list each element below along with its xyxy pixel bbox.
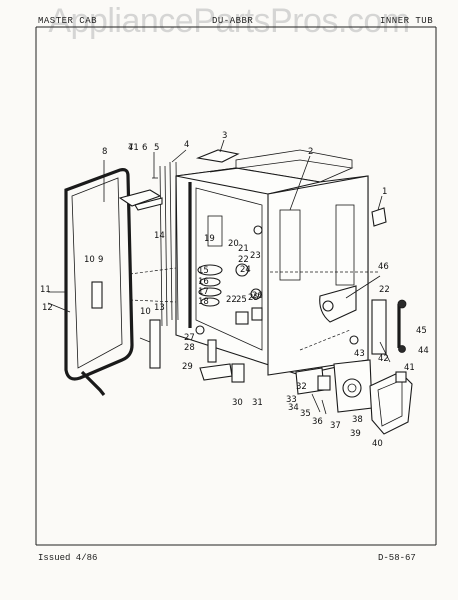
callout-31: 31 (252, 398, 263, 408)
inner-tub (175, 149, 369, 376)
header-right: INNER TUB (380, 16, 434, 26)
callout-14: 14 (154, 231, 165, 241)
wash-arm-assembly (197, 215, 223, 307)
callout-32: 32 (296, 382, 307, 392)
callout-30: 30 (232, 398, 243, 408)
callout-3: 3 (222, 131, 227, 141)
callout-13: 13 (154, 303, 165, 313)
hinge-parts (91, 177, 163, 369)
callout-5: 5 (154, 143, 159, 153)
callout-24: 24 (240, 265, 251, 275)
callout-45: 45 (416, 326, 427, 336)
callout-29: 29 (182, 362, 193, 372)
callout-40: 40 (372, 439, 383, 449)
callout-33: 33 (286, 395, 297, 405)
callout-42: 42 (378, 354, 389, 364)
callout-22: 22 (379, 285, 390, 295)
callout-15: 15 (198, 266, 209, 276)
right-bracket-parts (319, 207, 407, 355)
leader-lines (47, 139, 391, 363)
callout-2: 2 (308, 147, 313, 157)
valve-parts (235, 225, 263, 325)
callout-1: 1 (382, 187, 387, 197)
callout-23: 23 (250, 251, 261, 261)
top-bracket (195, 149, 240, 163)
callout-37: 37 (330, 421, 341, 431)
side-strips (159, 161, 179, 327)
callout-18: 18 (198, 297, 209, 307)
document-code: D-58-67 (378, 553, 416, 563)
callout-43: 43 (354, 349, 365, 359)
callout-20: 20 (228, 239, 239, 249)
callout-16: 16 (198, 277, 209, 287)
callout-10: 10 (84, 255, 95, 265)
callout-38: 38 (352, 415, 363, 425)
callout-28: 28 (184, 343, 195, 353)
callout-6: 6 (142, 143, 147, 153)
callout-7: 7 (128, 143, 133, 153)
callout-41: 41 (128, 143, 139, 153)
issued-date: Issued 4/86 (38, 553, 98, 563)
callout-35: 35 (300, 409, 311, 419)
callout-8: 8 (102, 147, 107, 157)
callout-21: 21 (238, 244, 249, 254)
callout-34: 34 (288, 403, 299, 413)
callout-39: 39 (350, 429, 361, 439)
callout-25: 25 (248, 293, 259, 303)
callout-22: 22 (238, 255, 249, 265)
watermark: AppliancePartsPros.com (48, 2, 410, 40)
callout-12: 12 (42, 303, 53, 313)
callout-22: 22 (226, 295, 237, 305)
callout-9: 9 (98, 255, 103, 265)
callout-41: 41 (404, 363, 415, 373)
callout-36: 36 (312, 417, 323, 427)
detergent-dispenser-assembly (295, 359, 413, 435)
callout-26: 26 (252, 291, 263, 301)
lower-fasteners (195, 325, 245, 383)
callout-25: 25 (236, 295, 247, 305)
callout-17: 17 (198, 287, 209, 297)
callout-19: 19 (204, 234, 215, 244)
header-center: DU-ABBR (212, 16, 254, 26)
callout-46: 46 (378, 262, 389, 272)
header-left: MASTER CAB (38, 16, 98, 26)
callout-4: 4 (184, 140, 189, 150)
callout-11: 11 (40, 285, 51, 295)
door-gasket (64, 168, 134, 396)
callout-10: 10 (140, 307, 151, 317)
callout-27: 27 (184, 333, 195, 343)
callout-44: 44 (418, 346, 429, 356)
